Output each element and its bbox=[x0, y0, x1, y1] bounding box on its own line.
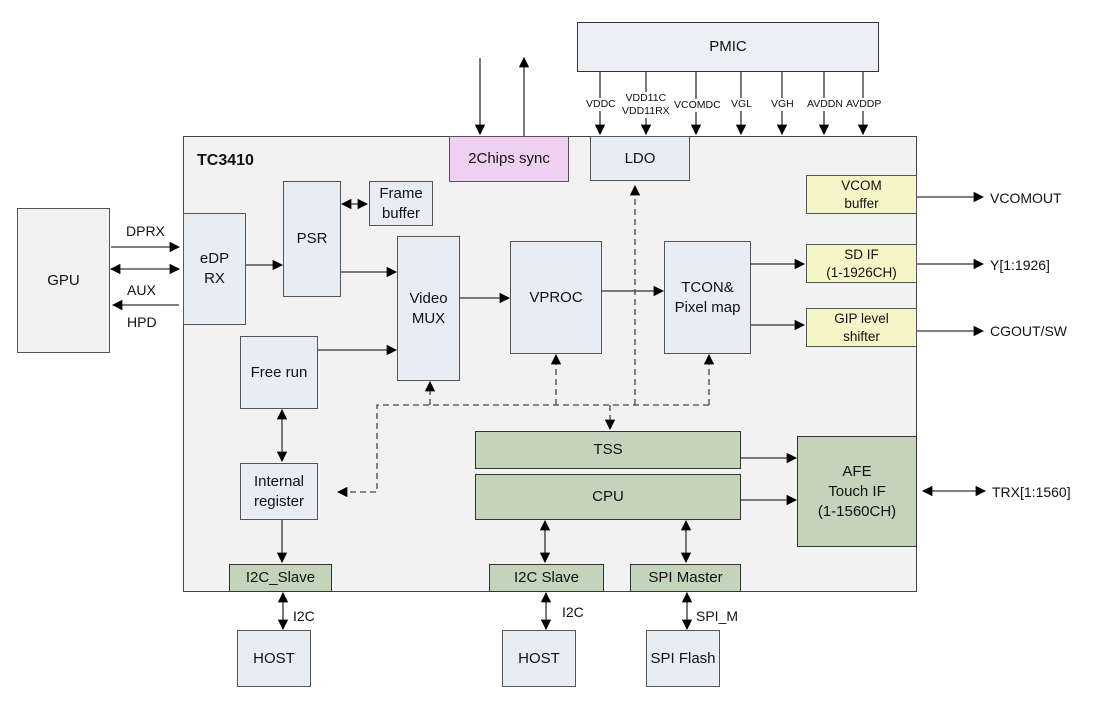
spi-m-label: SPI_M bbox=[696, 608, 739, 624]
spi-flash-block: SPI Flash bbox=[646, 630, 720, 687]
free-run-block: Free run bbox=[240, 336, 318, 409]
two-chips-sync-block: 2Chips sync bbox=[449, 136, 569, 182]
frame-buffer-block: Frame buffer bbox=[369, 181, 433, 226]
pmic-block: PMIC bbox=[577, 22, 879, 72]
internal-register-block: Internal register bbox=[240, 463, 318, 520]
rail-label-vddc: VDDC bbox=[586, 98, 616, 111]
sd-if-block: SD IF (1-1926CH) bbox=[806, 244, 917, 283]
ldo-block: LDO bbox=[590, 136, 690, 181]
i2c-slave-right-block: I2C Slave bbox=[489, 564, 604, 592]
cgout-label: CGOUT/SW bbox=[990, 323, 1067, 339]
trx-label: TRX[1:1560] bbox=[992, 484, 1071, 500]
rail-label-avddn: AVDDN bbox=[807, 98, 843, 111]
i2c-right-label: I2C bbox=[562, 604, 584, 620]
rail-label-avddp: AVDDP bbox=[846, 98, 882, 111]
rail-label-vgl: VGL bbox=[731, 98, 753, 111]
afe-touch-if-block: AFE Touch IF (1-1560CH) bbox=[797, 436, 917, 547]
tss-block: TSS bbox=[475, 431, 741, 469]
gpu-block: GPU bbox=[17, 208, 110, 353]
vproc-block: VPROC bbox=[510, 241, 602, 354]
tcon-pixel-map-block: TCON& Pixel map bbox=[664, 241, 751, 354]
vcomout-label: VCOMOUT bbox=[990, 190, 1062, 206]
rail-label-vgh: VGH bbox=[771, 98, 794, 111]
rail-label-vcomdc: VCOMDC bbox=[674, 99, 721, 112]
psr-block: PSR bbox=[283, 181, 341, 297]
hpd-label: HPD bbox=[127, 314, 157, 330]
aux-label: AUX bbox=[127, 282, 156, 298]
i2c-slave-left-block: I2C_Slave bbox=[229, 564, 332, 592]
video-mux-block: Video MUX bbox=[397, 236, 460, 381]
dprx-label: DPRX bbox=[126, 223, 165, 239]
gip-level-shifter-block: GIP level shifter bbox=[806, 308, 917, 347]
y-out-label: Y[1:1926] bbox=[990, 257, 1050, 273]
vcom-buffer-block: VCOM buffer bbox=[806, 175, 917, 214]
cpu-block: CPU bbox=[475, 474, 741, 520]
host-right-block: HOST bbox=[502, 630, 576, 687]
rail-label-vdd11: VDD11C VDD11RX bbox=[622, 92, 670, 118]
i2c-left-label: I2C bbox=[293, 608, 315, 624]
control-bus-main bbox=[336, 404, 709, 498]
chip-title: TC3410 bbox=[197, 152, 254, 169]
spi-master-block: SPI Master bbox=[630, 564, 741, 592]
host-left-block: HOST bbox=[237, 630, 311, 687]
edp-rx-block: eDP RX bbox=[183, 213, 246, 325]
